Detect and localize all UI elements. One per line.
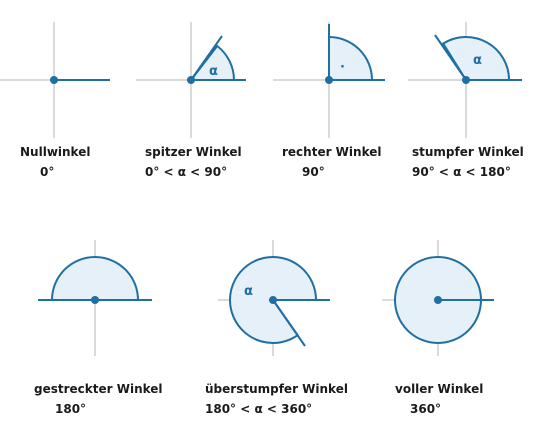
ray	[190, 35, 223, 81]
label-name-spitzer-winkel: spitzer Winkel	[145, 145, 242, 159]
label-range-ueberstumpfer-winkel: 180° < α < 360°	[205, 402, 312, 416]
ray	[272, 299, 306, 347]
diagram-rechter-winkel	[273, 22, 385, 138]
label-name-rechter-winkel: rechter Winkel	[282, 145, 382, 159]
vertex	[50, 76, 58, 84]
diagram-stumpfer-winkel	[408, 22, 522, 138]
right-angle-dot: ·	[340, 60, 345, 75]
diagram-nullwinkel	[0, 22, 110, 138]
label-range-gestreckter-winkel: 180°	[55, 402, 86, 416]
angle-sector	[328, 35, 374, 81]
diagram-spitzer-winkel	[136, 22, 246, 138]
vertex	[325, 76, 333, 84]
diagram-voller-winkel	[382, 240, 494, 356]
label-name-gestreckter-winkel: gestreckter Winkel	[34, 382, 163, 396]
label-range-rechter-winkel: 90°	[302, 165, 325, 179]
label-name-nullwinkel: Nullwinkel	[20, 145, 90, 159]
label-range-nullwinkel: 0°	[40, 165, 54, 179]
ray	[434, 34, 467, 81]
label-name-stumpfer-winkel: stumpfer Winkel	[412, 145, 524, 159]
alpha-symbol: α	[209, 64, 218, 79]
diagram-ueberstumpfer-winkel	[218, 240, 330, 356]
vertex	[269, 296, 277, 304]
alpha-symbol: α	[244, 284, 253, 299]
label-range-voller-winkel: 360°	[410, 402, 441, 416]
vertex	[187, 76, 195, 84]
label-name-ueberstumpfer-winkel: überstumpfer Winkel	[205, 382, 348, 396]
label-range-spitzer-winkel: 0° < α < 90°	[145, 165, 227, 179]
label-name-voller-winkel: voller Winkel	[395, 382, 483, 396]
angle-sector	[50, 256, 140, 301]
label-range-stumpfer-winkel: 90° < α < 180°	[412, 165, 511, 179]
alpha-symbol: α	[473, 53, 482, 68]
vertex	[462, 76, 470, 84]
vertex	[434, 296, 442, 304]
vertex	[91, 296, 99, 304]
diagram-gestreckter-winkel	[38, 240, 152, 356]
